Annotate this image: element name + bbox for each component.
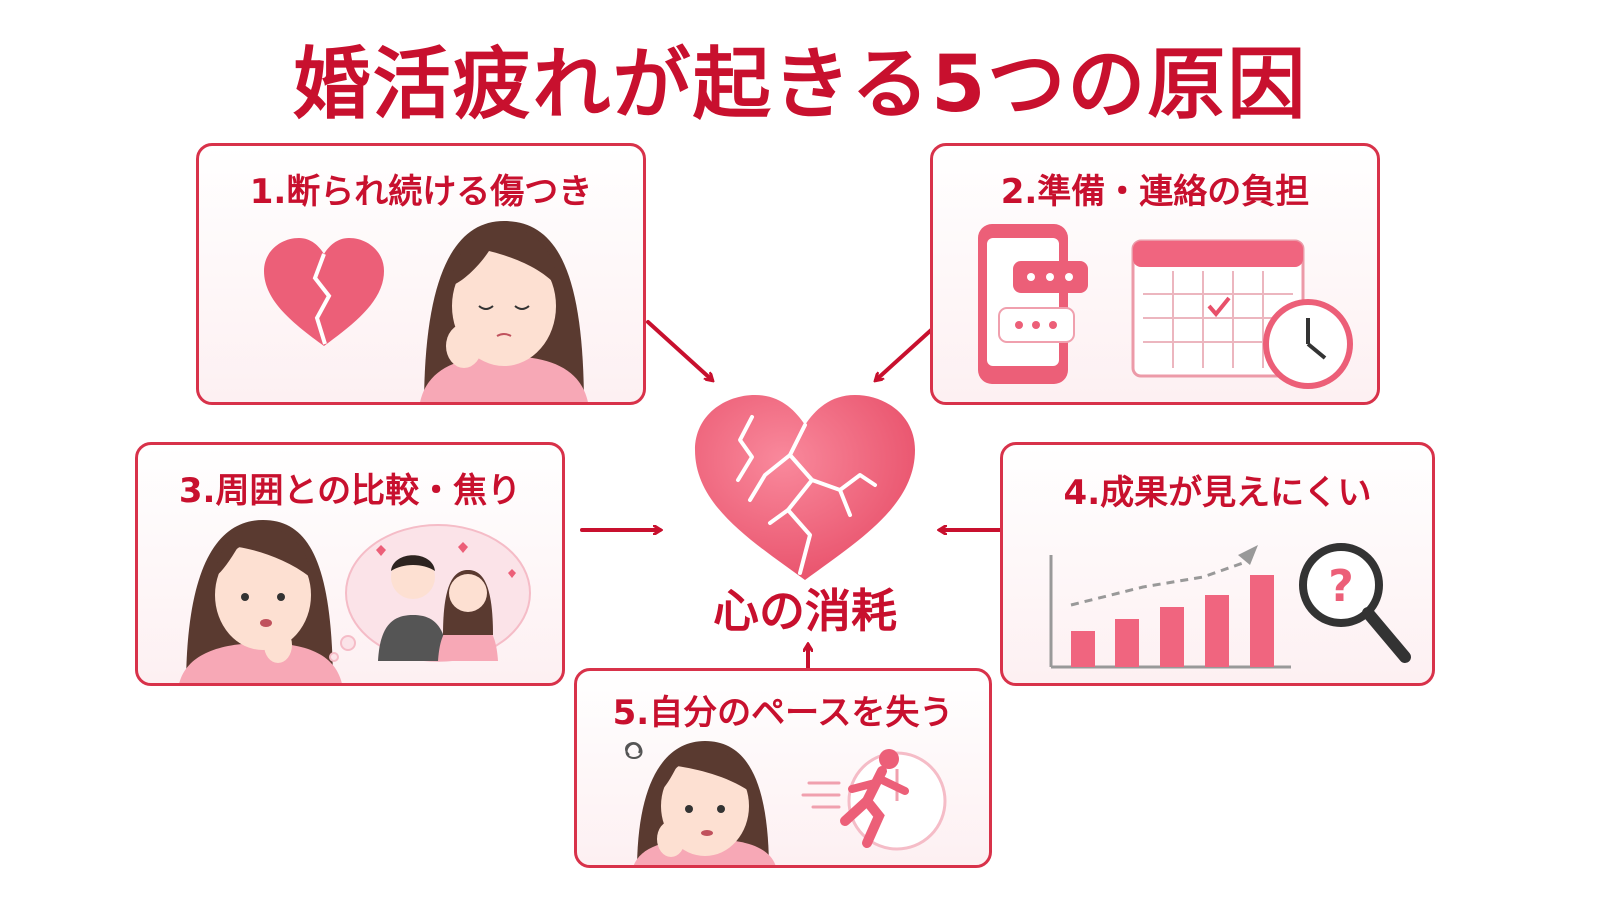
clock-icon	[1263, 299, 1353, 389]
arrow-1	[646, 320, 712, 380]
cause-illustration-3	[179, 520, 531, 683]
cause-box-1: 1.断られ続ける傷つき	[196, 143, 646, 405]
cause-title-3: 3.周囲との比較・焦り	[178, 471, 522, 511]
question-magnifier-icon: ?	[1299, 543, 1411, 663]
stressed-woman-icon	[625, 741, 776, 865]
cause-box-2: 2.準備・連絡の負担	[930, 143, 1380, 405]
cause-title-5: 5.自分のペースを失う	[612, 693, 954, 733]
cause-title-1: 1.断られ続ける傷つき	[249, 172, 593, 212]
page-title: 婚活疲れが起きる5つの原因	[292, 40, 1308, 130]
cause-box-5: 5.自分のペースを失う	[574, 668, 992, 868]
svg-text:?: ?	[1328, 561, 1354, 612]
broken-heart-icon	[264, 238, 384, 346]
cause-illustration-5	[625, 741, 947, 865]
cause-illustration-4: ?	[1049, 543, 1411, 669]
cause-box-4: 4.成果が見えにくい ?	[1000, 442, 1435, 686]
cause-title-4: 4.成果が見えにくい	[1063, 473, 1372, 513]
worried-woman-icon	[179, 520, 342, 683]
arrow-2	[876, 320, 942, 380]
happy-couple-thought-icon	[329, 524, 531, 662]
cause-title-2: 2.準備・連絡の負担	[1000, 172, 1310, 212]
sad-woman-icon	[420, 221, 588, 402]
cause-illustration-1	[264, 221, 588, 402]
center-label: 心の消耗	[713, 584, 897, 638]
smartphone-chat-icon	[978, 224, 1088, 384]
running-clock-icon	[801, 749, 947, 851]
cause-box-3: 3.周囲との比較・焦り	[135, 442, 565, 686]
cracked-heart-icon	[695, 395, 915, 580]
cause-illustration-2	[978, 224, 1353, 389]
calendar-icon	[1131, 239, 1305, 378]
bar-chart-icon	[1049, 545, 1291, 669]
